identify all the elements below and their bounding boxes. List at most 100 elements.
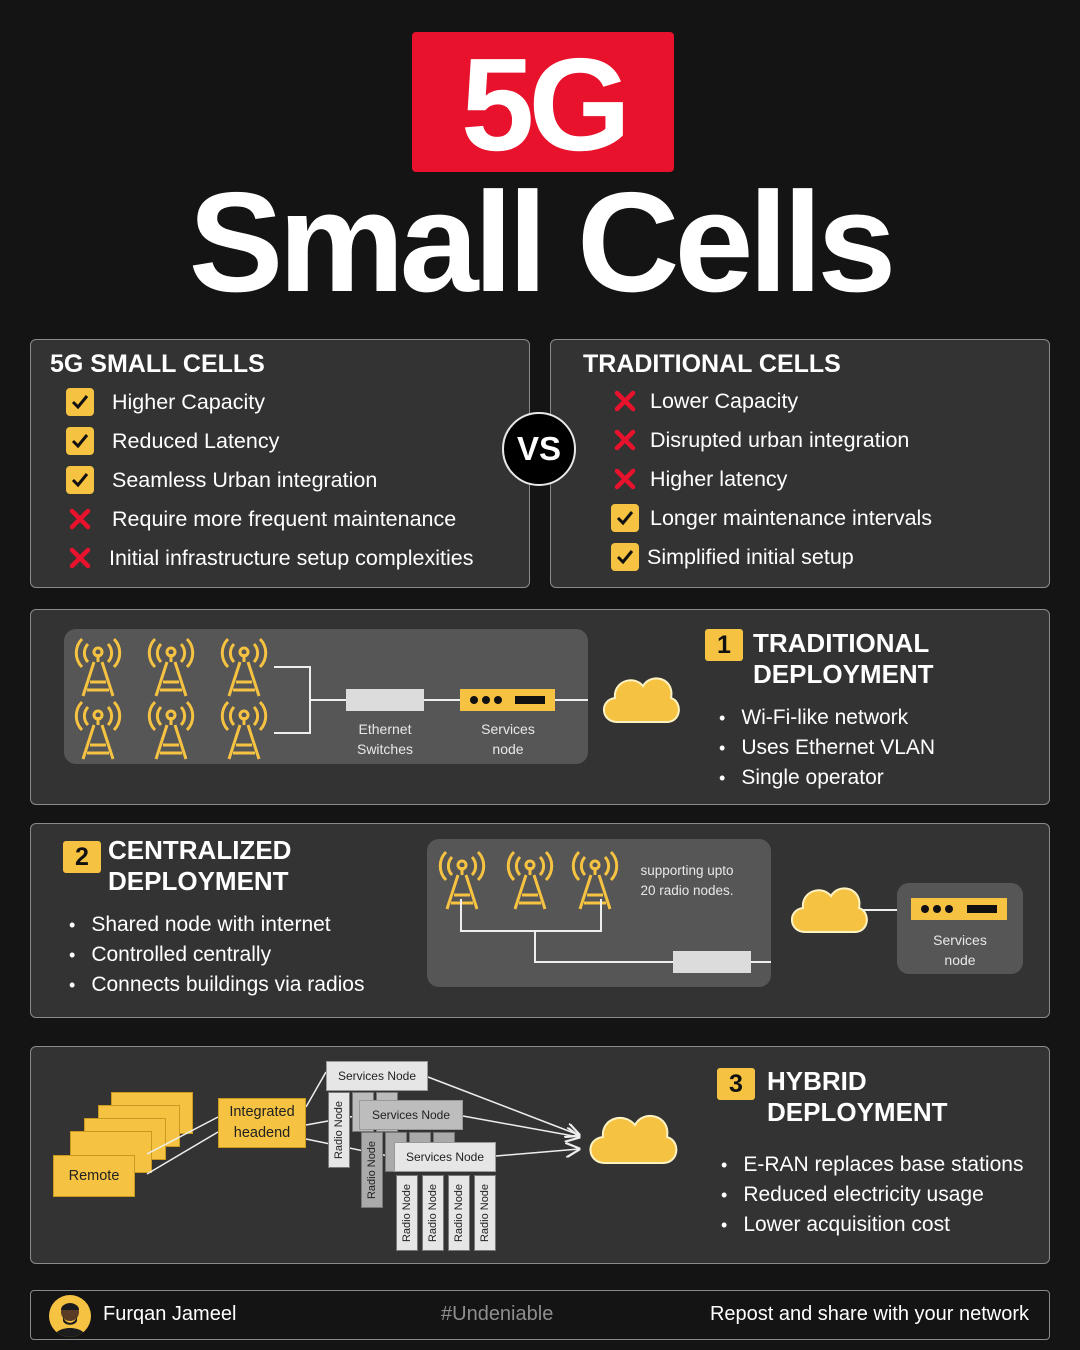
cross-icon <box>611 465 639 493</box>
author-name: Furqan Jameel <box>103 1303 237 1325</box>
item-text: Reduced Latency <box>112 428 280 453</box>
bullet-item: Uses Ethernet VLAN <box>719 733 935 763</box>
list-item: Higher Capacity <box>66 388 265 416</box>
antenna-network-diagram <box>74 637 588 761</box>
hashtag: #Undeniable <box>441 1303 554 1325</box>
antenna-icon <box>571 850 619 911</box>
list-item: Disrupted urban integration <box>611 426 909 454</box>
page-title: Small Cells <box>188 163 897 322</box>
ethernet-switch <box>346 689 424 711</box>
services-node: Services Node <box>359 1100 463 1130</box>
radio-node: Radio Node <box>448 1175 470 1251</box>
hybrid-bullets: E-RAN replaces base stations Reduced ele… <box>721 1150 1023 1240</box>
dots-icon <box>921 905 953 913</box>
radio-node: Radio Node <box>328 1092 350 1168</box>
ethernet-switches-label: Ethernet Switches <box>356 721 414 757</box>
list-item: Lower Capacity <box>611 387 798 415</box>
antenna-icon <box>506 850 554 911</box>
centralized-deployment-panel: 2 CENTRALIZED DEPLOYMENT Shared node wit… <box>30 823 1050 1018</box>
radio-node: Radio Node <box>422 1175 444 1251</box>
list-item: Reduced Latency <box>66 427 279 455</box>
cross-icon <box>611 387 639 415</box>
centralized-deployment-title: CENTRALIZED DEPLOYMENT <box>108 835 292 896</box>
radio-node: Radio Node <box>361 1132 383 1208</box>
vs-badge: VS <box>502 412 576 486</box>
switch-device <box>673 951 751 973</box>
item-text: Higher latency <box>650 466 788 491</box>
small-cells-panel: 5G SMALL CELLS Higher Capacity Reduced L… <box>30 339 530 588</box>
small-cells-title: 5G SMALL CELLS <box>50 350 265 378</box>
check-icon <box>66 427 94 455</box>
services-node-box: Services node <box>897 883 1023 974</box>
radio-capacity-note: supporting upto 20 radio nodes. <box>640 863 734 898</box>
item-text: Longer maintenance intervals <box>650 505 933 530</box>
item-text: Simplified initial setup <box>647 544 854 569</box>
traditional-bullets: Wi-Fi-like network Uses Ethernet VLAN Si… <box>719 703 935 793</box>
avatar <box>49 1295 91 1337</box>
item-text: Lower Capacity <box>650 388 799 413</box>
cloud-icon <box>589 1115 678 1164</box>
radio-node: Radio Node <box>396 1175 418 1251</box>
check-icon <box>611 504 639 532</box>
antenna-icon <box>147 637 195 698</box>
check-icon <box>66 466 94 494</box>
item-text: Disrupted urban integration <box>650 427 910 452</box>
antenna-icon <box>220 700 268 761</box>
remote-label: Remote <box>68 1167 120 1184</box>
bullet-item: Controlled centrally <box>69 940 364 970</box>
list-item: Higher latency <box>611 465 787 493</box>
step-number-2: 2 <box>63 841 101 873</box>
item-text: Initial infrastructure setup complexitie… <box>109 545 474 570</box>
bullet-item: Lower acquisition cost <box>721 1210 1023 1240</box>
bullet-item: Wi-Fi-like network <box>719 703 935 733</box>
bullet-item: E-RAN replaces base stations <box>721 1150 1023 1180</box>
services-node-device <box>460 689 555 711</box>
radio-network-diagram <box>438 850 771 963</box>
bullet-item: Single operator <box>719 763 935 793</box>
remote-unit: Remote <box>53 1155 135 1197</box>
traditional-deployment-panel: Ethernet Switches Services node 1 TRADIT… <box>30 609 1050 805</box>
step-number-3: 3 <box>717 1068 755 1100</box>
cloud-icon <box>603 677 680 723</box>
step-number-1: 1 <box>705 629 743 661</box>
list-item: Initial infrastructure setup complexitie… <box>66 544 473 572</box>
services-node: Services Node <box>394 1142 496 1172</box>
cross-icon <box>66 544 94 572</box>
list-item: Require more frequent maintenance <box>66 505 456 533</box>
cross-icon <box>66 505 94 533</box>
5g-badge-text: 5G <box>460 31 631 178</box>
services-node: Services Node <box>326 1061 428 1091</box>
traditional-diagram: Ethernet Switches Services node <box>64 629 588 764</box>
list-item: Simplified initial setup <box>611 543 854 571</box>
antenna-icon <box>74 637 122 698</box>
antenna-icon <box>74 700 122 761</box>
services-node-label: Services node <box>481 721 535 757</box>
item-text: Seamless Urban integration <box>112 467 378 492</box>
list-item: Longer maintenance intervals <box>611 504 932 532</box>
dots-icon <box>470 696 502 704</box>
share-cta: Repost and share with your network <box>709 1303 1029 1325</box>
footer: Furqan Jameel #Undeniable Repost and sha… <box>30 1290 1050 1340</box>
check-icon <box>611 543 639 571</box>
traditional-cells-panel: TRADITIONAL CELLS Lower Capacity Disrupt… <box>550 339 1050 588</box>
bullet-item: Connects buildings via radios <box>69 970 364 1000</box>
services-node-label: Services node <box>933 932 987 968</box>
services-node-device <box>911 898 1007 920</box>
list-item: Seamless Urban integration <box>66 466 377 494</box>
cloud-icon <box>791 887 868 933</box>
centralized-diagram: supporting upto 20 radio nodes. <box>427 839 771 987</box>
traditional-cells-title: TRADITIONAL CELLS <box>583 350 841 378</box>
item-text: Higher Capacity <box>112 389 265 414</box>
antenna-icon <box>147 700 195 761</box>
check-icon <box>66 388 94 416</box>
item-text: Require more frequent maintenance <box>112 506 457 531</box>
radio-node: Radio Node <box>474 1175 496 1251</box>
hybrid-deployment-title: HYBRID DEPLOYMENT <box>767 1066 948 1127</box>
cross-icon <box>611 426 639 454</box>
5g-badge: 5G <box>412 32 674 172</box>
centralized-bullets: Shared node with internet Controlled cen… <box>69 910 364 1000</box>
bullet-item: Reduced electricity usage <box>721 1180 1023 1210</box>
traditional-deployment-title: TRADITIONAL DEPLOYMENT <box>753 628 934 689</box>
